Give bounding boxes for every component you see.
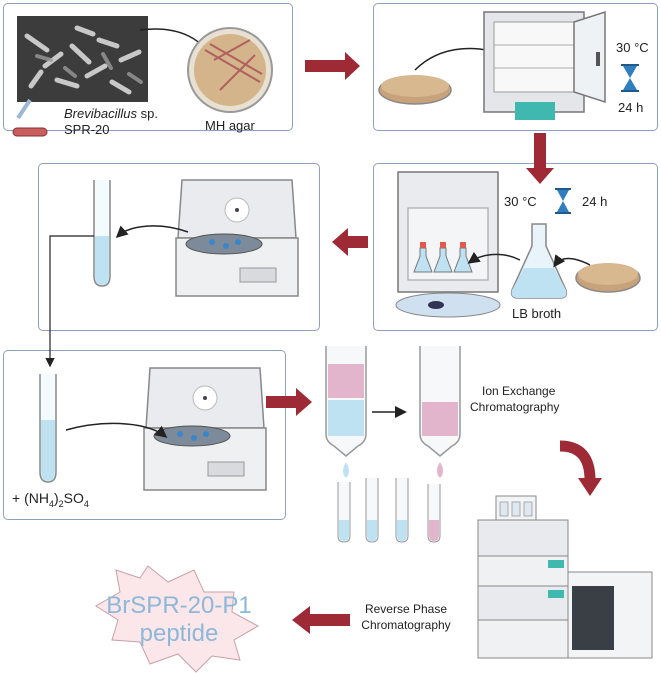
test-tube-icon	[337, 482, 351, 543]
organism-name: Brevibacillus	[64, 106, 137, 121]
arrow-to-centrifuge	[332, 228, 368, 256]
sem-micrograph-icon	[17, 16, 148, 102]
hourglass-icon	[621, 64, 639, 92]
arrow-to-broth	[526, 133, 554, 184]
arrow-to-hplc	[559, 440, 596, 481]
test-tube-icon	[395, 478, 409, 543]
erlenmeyer-flask-icon	[510, 223, 568, 299]
broth-label: LB broth	[512, 306, 562, 321]
ion-exchange-label-line2: Chromatography	[470, 400, 560, 414]
incubation-temperature: 30 °C	[616, 40, 649, 55]
reverse-phase-label-line2: Chromatography	[361, 618, 451, 632]
reagent-label: + (NH4)2SO4	[12, 490, 89, 509]
test-tube-icon	[427, 484, 441, 543]
petri-dish-icon	[187, 27, 273, 113]
product-name: BrSPR-20-P1	[106, 592, 252, 619]
droplet-icon	[437, 462, 443, 478]
strain-label: SPR-20	[64, 122, 110, 137]
hourglass-icon	[555, 188, 571, 214]
arrow-to-columns	[266, 388, 312, 416]
test-tube-icon	[39, 374, 57, 483]
reverse-phase-label-line1: Reverse Phase	[364, 602, 448, 616]
organism-suffix: sp.	[136, 106, 158, 121]
arrow-to-incubation	[305, 52, 360, 80]
test-tube-icon	[365, 478, 379, 543]
centrifuge-icon	[143, 367, 267, 491]
organism-label: Brevibacillus sp.	[64, 106, 158, 121]
chromatography-column-icon	[419, 346, 461, 457]
broth-duration: 24 h	[582, 194, 608, 209]
ion-exchange-label-line1: Ion Exchange	[482, 384, 556, 398]
chromatography-column-icon	[325, 346, 367, 457]
arrow-to-product	[292, 606, 350, 634]
test-tube-icon	[93, 180, 111, 287]
broth-temperature: 30 °C	[504, 194, 537, 209]
hplc-instrument-icon	[477, 495, 653, 659]
agar-label: MH agar	[205, 118, 255, 133]
product-type: peptide	[139, 620, 219, 647]
starburst-icon	[95, 565, 260, 673]
centrifuge-icon	[175, 179, 299, 297]
incubation-duration: 24 h	[618, 100, 644, 115]
incubator-icon	[483, 10, 606, 120]
petri-dish-icon	[575, 263, 641, 293]
petri-dish-icon	[378, 75, 452, 105]
droplet-icon	[343, 462, 349, 478]
shaking-incubator-icon	[395, 171, 501, 318]
bacterium-icon	[12, 98, 48, 137]
